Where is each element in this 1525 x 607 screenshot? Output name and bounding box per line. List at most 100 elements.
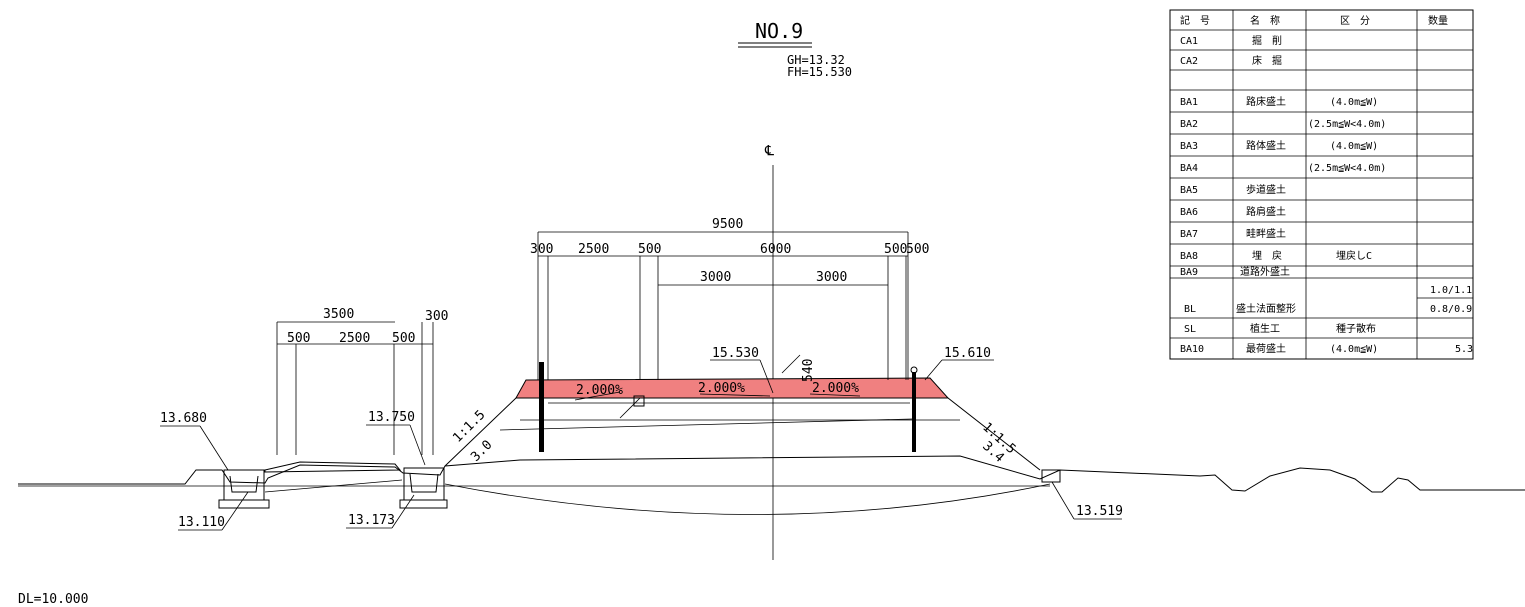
- ground-height: GH=13.32: [787, 53, 845, 67]
- table-cell: BA9: [1180, 267, 1198, 278]
- subgrade-line-1: [499, 418, 913, 431]
- table-cell: BA3: [1180, 141, 1198, 152]
- level-crown: 15.530: [712, 346, 759, 361]
- middle-ditch: [403, 467, 445, 501]
- left-ditch-channel: [229, 475, 259, 493]
- right-post-cap: [910, 366, 918, 374]
- table-frame: [1169, 9, 1474, 360]
- dim-pavement-thickness: 540: [801, 359, 816, 382]
- side-road-base: [264, 479, 403, 493]
- crossfall-arrow-center: [699, 393, 771, 397]
- formation-height: FH=15.530: [787, 65, 852, 79]
- right-edge-leader: [924, 359, 943, 381]
- dim-side-total: 3500: [323, 307, 354, 322]
- level-middle-ditch-top: 13.750: [368, 410, 415, 425]
- middle-ditch-base: [399, 499, 448, 509]
- crossfall-right: 2.000%: [812, 381, 859, 396]
- table-cell: 掘 削: [1252, 34, 1282, 47]
- datum-level: DL=10.000: [18, 592, 88, 607]
- dim-side-right: 500: [392, 331, 415, 346]
- table-cell: SL: [1184, 324, 1196, 335]
- table-cell: (4.0m≦W): [1330, 344, 1378, 355]
- dim-left-sidewalk: 2500: [578, 242, 609, 257]
- table-header-category: 区 分: [1340, 15, 1370, 27]
- dim-right-shoulder-inner: 500: [884, 242, 907, 257]
- dim-left-lane: 3000: [700, 270, 731, 285]
- table-cell: 植生工: [1250, 322, 1280, 335]
- station-label: NO.9: [755, 19, 803, 43]
- table-header-code: 記 号: [1180, 14, 1210, 27]
- curb-hatch: [619, 397, 641, 419]
- level-middle-ditch-bottom: 13.173: [348, 513, 395, 528]
- crown-leader: [759, 359, 774, 394]
- left-ditch: [223, 469, 265, 501]
- table-cell: CA1: [1180, 36, 1198, 47]
- table-cell: BA4: [1180, 163, 1198, 174]
- table-cell: BA10: [1180, 344, 1204, 355]
- table-cell: (4.0m≦W): [1330, 97, 1378, 108]
- dim-carriageway: 6000: [760, 242, 791, 257]
- embankment-outline: [444, 397, 1041, 471]
- table-cell: BA5: [1180, 185, 1198, 196]
- dim-left-shoulder-inner: 500: [638, 242, 661, 257]
- crossfall-center: 2.000%: [698, 381, 745, 396]
- right-toe-leader: [1051, 481, 1075, 520]
- table-cell: 歩道盛土: [1246, 183, 1286, 196]
- table-cell-bl-name: 盛土法面整形: [1236, 302, 1296, 315]
- table-cell: 路床盛土: [1246, 95, 1286, 108]
- table-header-name: 名 称: [1250, 14, 1280, 27]
- table-cell: 道路外盛土: [1240, 265, 1290, 278]
- table-cell: (4.0m≦W): [1330, 141, 1378, 152]
- middle-ditch-channel: [409, 473, 439, 493]
- table-cell: 路体盛土: [1246, 139, 1286, 152]
- crossfall-left: 2.000%: [576, 383, 623, 398]
- ground-line: [18, 455, 1525, 493]
- level-right-edge: 15.610: [944, 346, 991, 361]
- table-cell: 埋 戻: [1252, 249, 1282, 262]
- table-cell: 畦畔盛土: [1246, 227, 1286, 240]
- level-left-ditch-top: 13.680: [160, 411, 207, 426]
- dim-left-shoulder-outer: 300: [530, 242, 553, 257]
- left-ditch-base: [218, 499, 270, 509]
- table-cell: 5.3: [1455, 344, 1473, 355]
- table-cell: BA8: [1180, 251, 1198, 262]
- table-cell: BA6: [1180, 207, 1198, 218]
- centerline-symbol: ℄: [764, 143, 774, 159]
- dim-right-shoulder-outer: 500: [906, 242, 929, 257]
- left-curb: [633, 395, 645, 407]
- table-cell: 路肩盛土: [1246, 205, 1286, 218]
- table-cell: 種子散布: [1336, 322, 1376, 335]
- table-cell: BA1: [1180, 97, 1198, 108]
- table-cell: 床 掘: [1252, 54, 1282, 67]
- table-cell: CA2: [1180, 56, 1198, 67]
- table-cell: (2.5m≦W<4.0m): [1308, 119, 1386, 130]
- table-cell-bl-qty2: 0.8/0.9: [1430, 304, 1472, 315]
- right-guard-post: [912, 372, 916, 452]
- table-cell: 最荷盛土: [1246, 342, 1286, 355]
- middle-ditch-bottom-leader: [391, 494, 415, 529]
- table-cell-bl-qty1: 1.0/1.1: [1430, 285, 1472, 296]
- original-ground-curve: [444, 483, 1051, 515]
- table-cell: BA7: [1180, 229, 1198, 240]
- side-road-pavement: [264, 461, 402, 473]
- left-slope-length: 3.0: [468, 438, 495, 465]
- table-cell-bl-code: BL: [1184, 304, 1196, 315]
- table-header-qty: 数量: [1428, 14, 1448, 27]
- dim-side-left: 500: [287, 331, 310, 346]
- right-ditch: [1041, 469, 1061, 483]
- level-left-ditch-bottom: 13.110: [178, 515, 225, 530]
- crossfall-arrow-right: [809, 393, 861, 397]
- left-ditch-bottom-leader: [221, 491, 249, 531]
- crossfall-arrow-left: [574, 391, 621, 401]
- dim-right-lane: 3000: [816, 270, 847, 285]
- dim-side-edge: 300: [425, 309, 448, 324]
- quantity-table: 記 号 名 称 区 分 数量 CA1 掘 削 CA2 床 掘 BA1 路床盛土 …: [1169, 9, 1474, 360]
- middle-ditch-top-leader: [409, 424, 426, 466]
- table-cell: BA2: [1180, 119, 1198, 130]
- left-ditch-top-leader: [199, 425, 229, 471]
- dim-road-total: 9500: [712, 217, 743, 232]
- dim-side-middle: 2500: [339, 331, 370, 346]
- table-cell: (2.5m≦W<4.0m): [1308, 163, 1386, 174]
- thickness-leader: [781, 354, 801, 374]
